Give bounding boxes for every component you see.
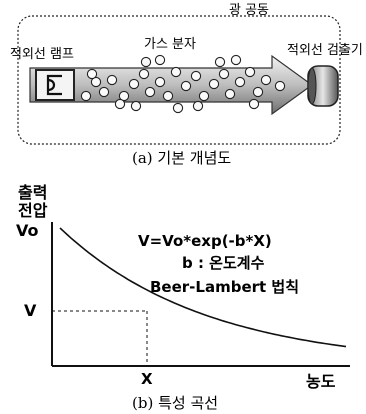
gas-molecule: [234, 76, 246, 88]
gas-molecule: [198, 90, 210, 102]
gas-label: 가스 분자: [144, 37, 196, 52]
gas-molecule: [252, 86, 264, 98]
gas-molecule: [214, 56, 226, 68]
detector-label: 적외선 검출기: [287, 43, 363, 58]
beer-lambert-law: Beer-Lambert 법칙: [150, 278, 299, 296]
gas-molecule: [260, 74, 272, 86]
vo-tick-label: Vo: [16, 221, 39, 240]
caption-a: (a) 기본 개념도: [132, 149, 231, 167]
x-tick-label: X: [141, 370, 153, 388]
gas-molecule: [80, 90, 92, 102]
gas-molecule: [98, 86, 110, 98]
gas-molecule: [162, 90, 174, 102]
gas-molecule: [248, 98, 260, 110]
x-axis-label: 농도: [306, 372, 336, 391]
concept-diagram: 광 공동 적외선 램프 가스 분자 적외선 검출기 (a) 기본 개념도: [10, 3, 363, 167]
equation-text: V=Vo*exp(-b*X): [138, 232, 272, 250]
cavity-label: 광 공동: [229, 3, 269, 18]
gas-molecule: [130, 100, 142, 112]
gas-molecule: [154, 54, 166, 66]
gas-molecule: [90, 76, 102, 88]
lamp-filament-icon: [46, 74, 62, 96]
gas-molecule: [192, 100, 204, 112]
optical-cavity-frame: [17, 15, 341, 145]
gas-molecule: [154, 76, 166, 88]
gas-molecule: [138, 68, 150, 80]
ir-beam-arrow: [29, 54, 314, 116]
temperature-coefficient-note: b : 온도계수: [182, 254, 265, 272]
gas-molecule: [170, 66, 182, 78]
gas-molecule: [190, 70, 202, 82]
gas-molecule: [128, 78, 140, 90]
gas-molecule: [172, 102, 184, 114]
gas-molecule: [180, 80, 192, 92]
gas-molecule: [144, 86, 156, 98]
v-tick-label: V: [24, 301, 37, 320]
gas-molecule: [208, 78, 220, 90]
gas-molecule: [118, 90, 130, 102]
caption-b: (b) 특성 곡선: [132, 394, 218, 412]
gas-molecule: [224, 88, 236, 100]
gas-molecule: [140, 56, 152, 68]
gas-molecule: [106, 74, 118, 86]
gas-molecule: [230, 54, 242, 66]
gas-molecule: [218, 68, 230, 80]
y-axis-label-line2: 전압: [18, 201, 48, 220]
gas-molecule: [114, 98, 126, 110]
gas-molecule: [86, 68, 98, 80]
characteristic-chart: 출력 전압 Vo V X 농도 V=Vo*exp(-b*X) b : 온도계수 …: [16, 183, 350, 412]
decay-curve: [59, 227, 347, 348]
y-axis-label-line1: 출력: [18, 183, 47, 202]
gas-molecule: [274, 80, 286, 92]
lamp-label: 적외선 램프: [10, 47, 74, 62]
gas-molecule: [244, 66, 256, 78]
gas-molecules: [80, 54, 286, 114]
